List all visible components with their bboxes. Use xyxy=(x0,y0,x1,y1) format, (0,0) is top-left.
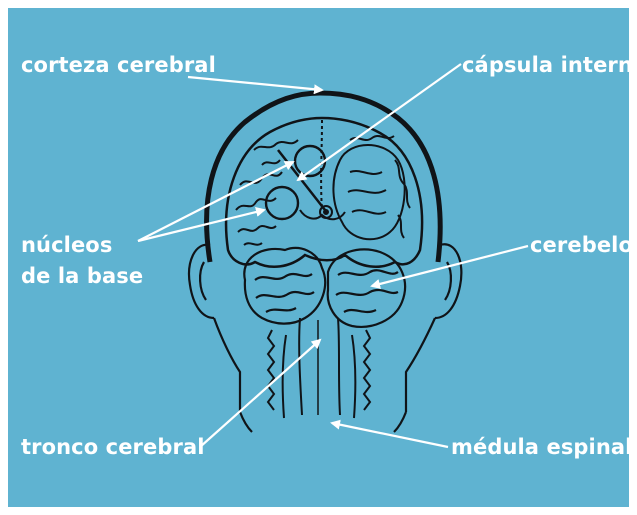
label-tronco-cerebral: tronco cerebral xyxy=(21,433,205,461)
label-de-la-base: de la base xyxy=(21,262,143,290)
cerebrum xyxy=(226,118,422,267)
brainstem-and-spine xyxy=(268,318,370,418)
arrow-brainstem xyxy=(200,340,320,447)
label-capsula-interna: cápsula interna xyxy=(462,51,637,79)
label-corteza-cerebral: corteza cerebral xyxy=(21,51,216,79)
label-cerebelo: cerebelo xyxy=(530,231,633,259)
label-nucleos: núcleos xyxy=(21,231,112,259)
basal-ganglia xyxy=(266,146,325,219)
label-medula-espinal: médula espinal xyxy=(451,433,632,461)
arrow-spinal-cord xyxy=(332,423,448,447)
arrow-basal-lower xyxy=(138,210,264,241)
head-outline xyxy=(189,93,461,432)
annotation-arrows xyxy=(138,64,528,447)
